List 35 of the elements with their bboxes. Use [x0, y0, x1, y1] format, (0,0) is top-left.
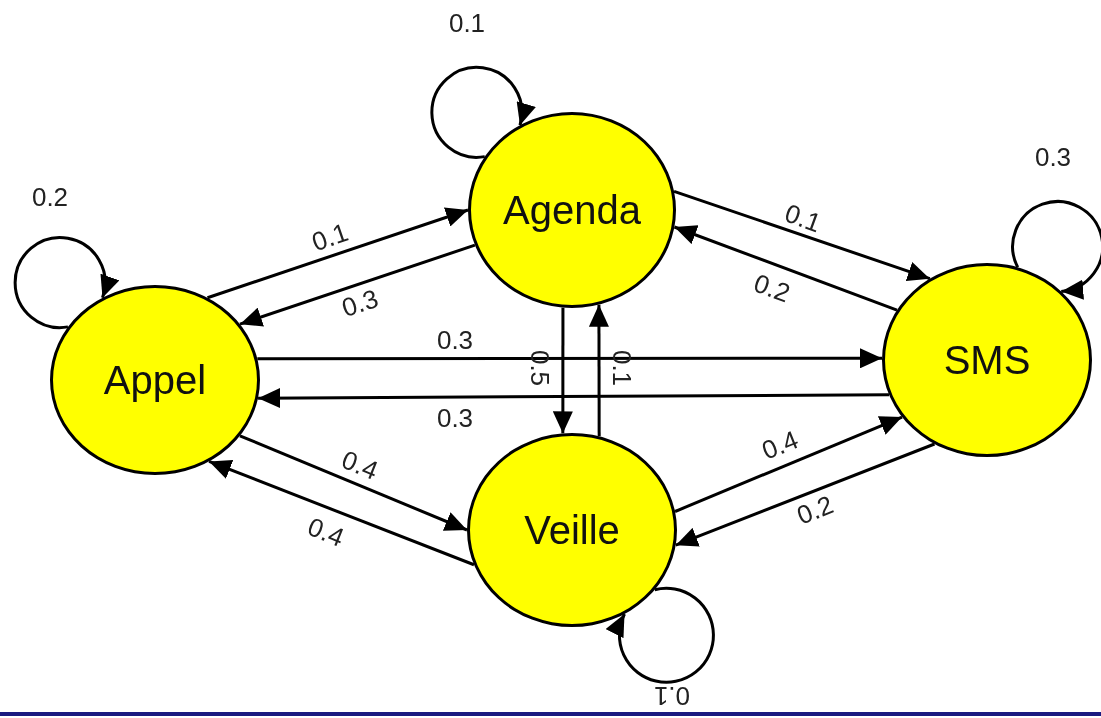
transition-arrow — [258, 388, 889, 408]
transition-arrow — [675, 442, 936, 547]
probability-label: 0.5 — [527, 349, 553, 387]
probability-label: 0.1 — [308, 218, 352, 256]
state-name: SMS — [943, 337, 1031, 383]
probability-label: 0.1 — [781, 199, 825, 237]
transition-arrow — [239, 434, 468, 532]
transition-arrow — [257, 348, 882, 369]
probability-label: 0.4 — [758, 426, 802, 464]
transition-arrow — [552, 307, 573, 434]
self-loop-arrow — [606, 586, 715, 684]
probability-label: 0.2 — [31, 184, 69, 210]
self-loop-arrow — [1011, 200, 1101, 299]
state-name: Veille — [524, 507, 620, 553]
probability-label: 0.3 — [338, 285, 382, 321]
probability-label: 0.4 — [304, 513, 348, 551]
state-name: Agenda — [503, 187, 641, 233]
probability-label: 0.2 — [750, 269, 794, 307]
transition-arrow — [588, 304, 609, 437]
probability-label: 0.3 — [436, 405, 474, 431]
probability-label: 0.3 — [436, 327, 474, 353]
self-loop-arrow — [430, 65, 535, 159]
self-loop-arrow — [13, 236, 119, 329]
transition-arrow — [208, 460, 475, 567]
transition-arrow — [239, 243, 476, 327]
probability-label: 0.4 — [338, 446, 382, 484]
probability-label: 0.1 — [653, 683, 691, 709]
probability-label: 0.1 — [448, 10, 486, 36]
transition-arrow — [674, 415, 903, 513]
state-name: Appel — [103, 357, 207, 403]
probability-label: 0.2 — [793, 491, 837, 529]
transition-arrow — [207, 207, 469, 300]
transition-arrow — [673, 225, 898, 312]
probability-label: 0.3 — [1034, 144, 1072, 170]
probability-label: 0.1 — [609, 349, 635, 387]
